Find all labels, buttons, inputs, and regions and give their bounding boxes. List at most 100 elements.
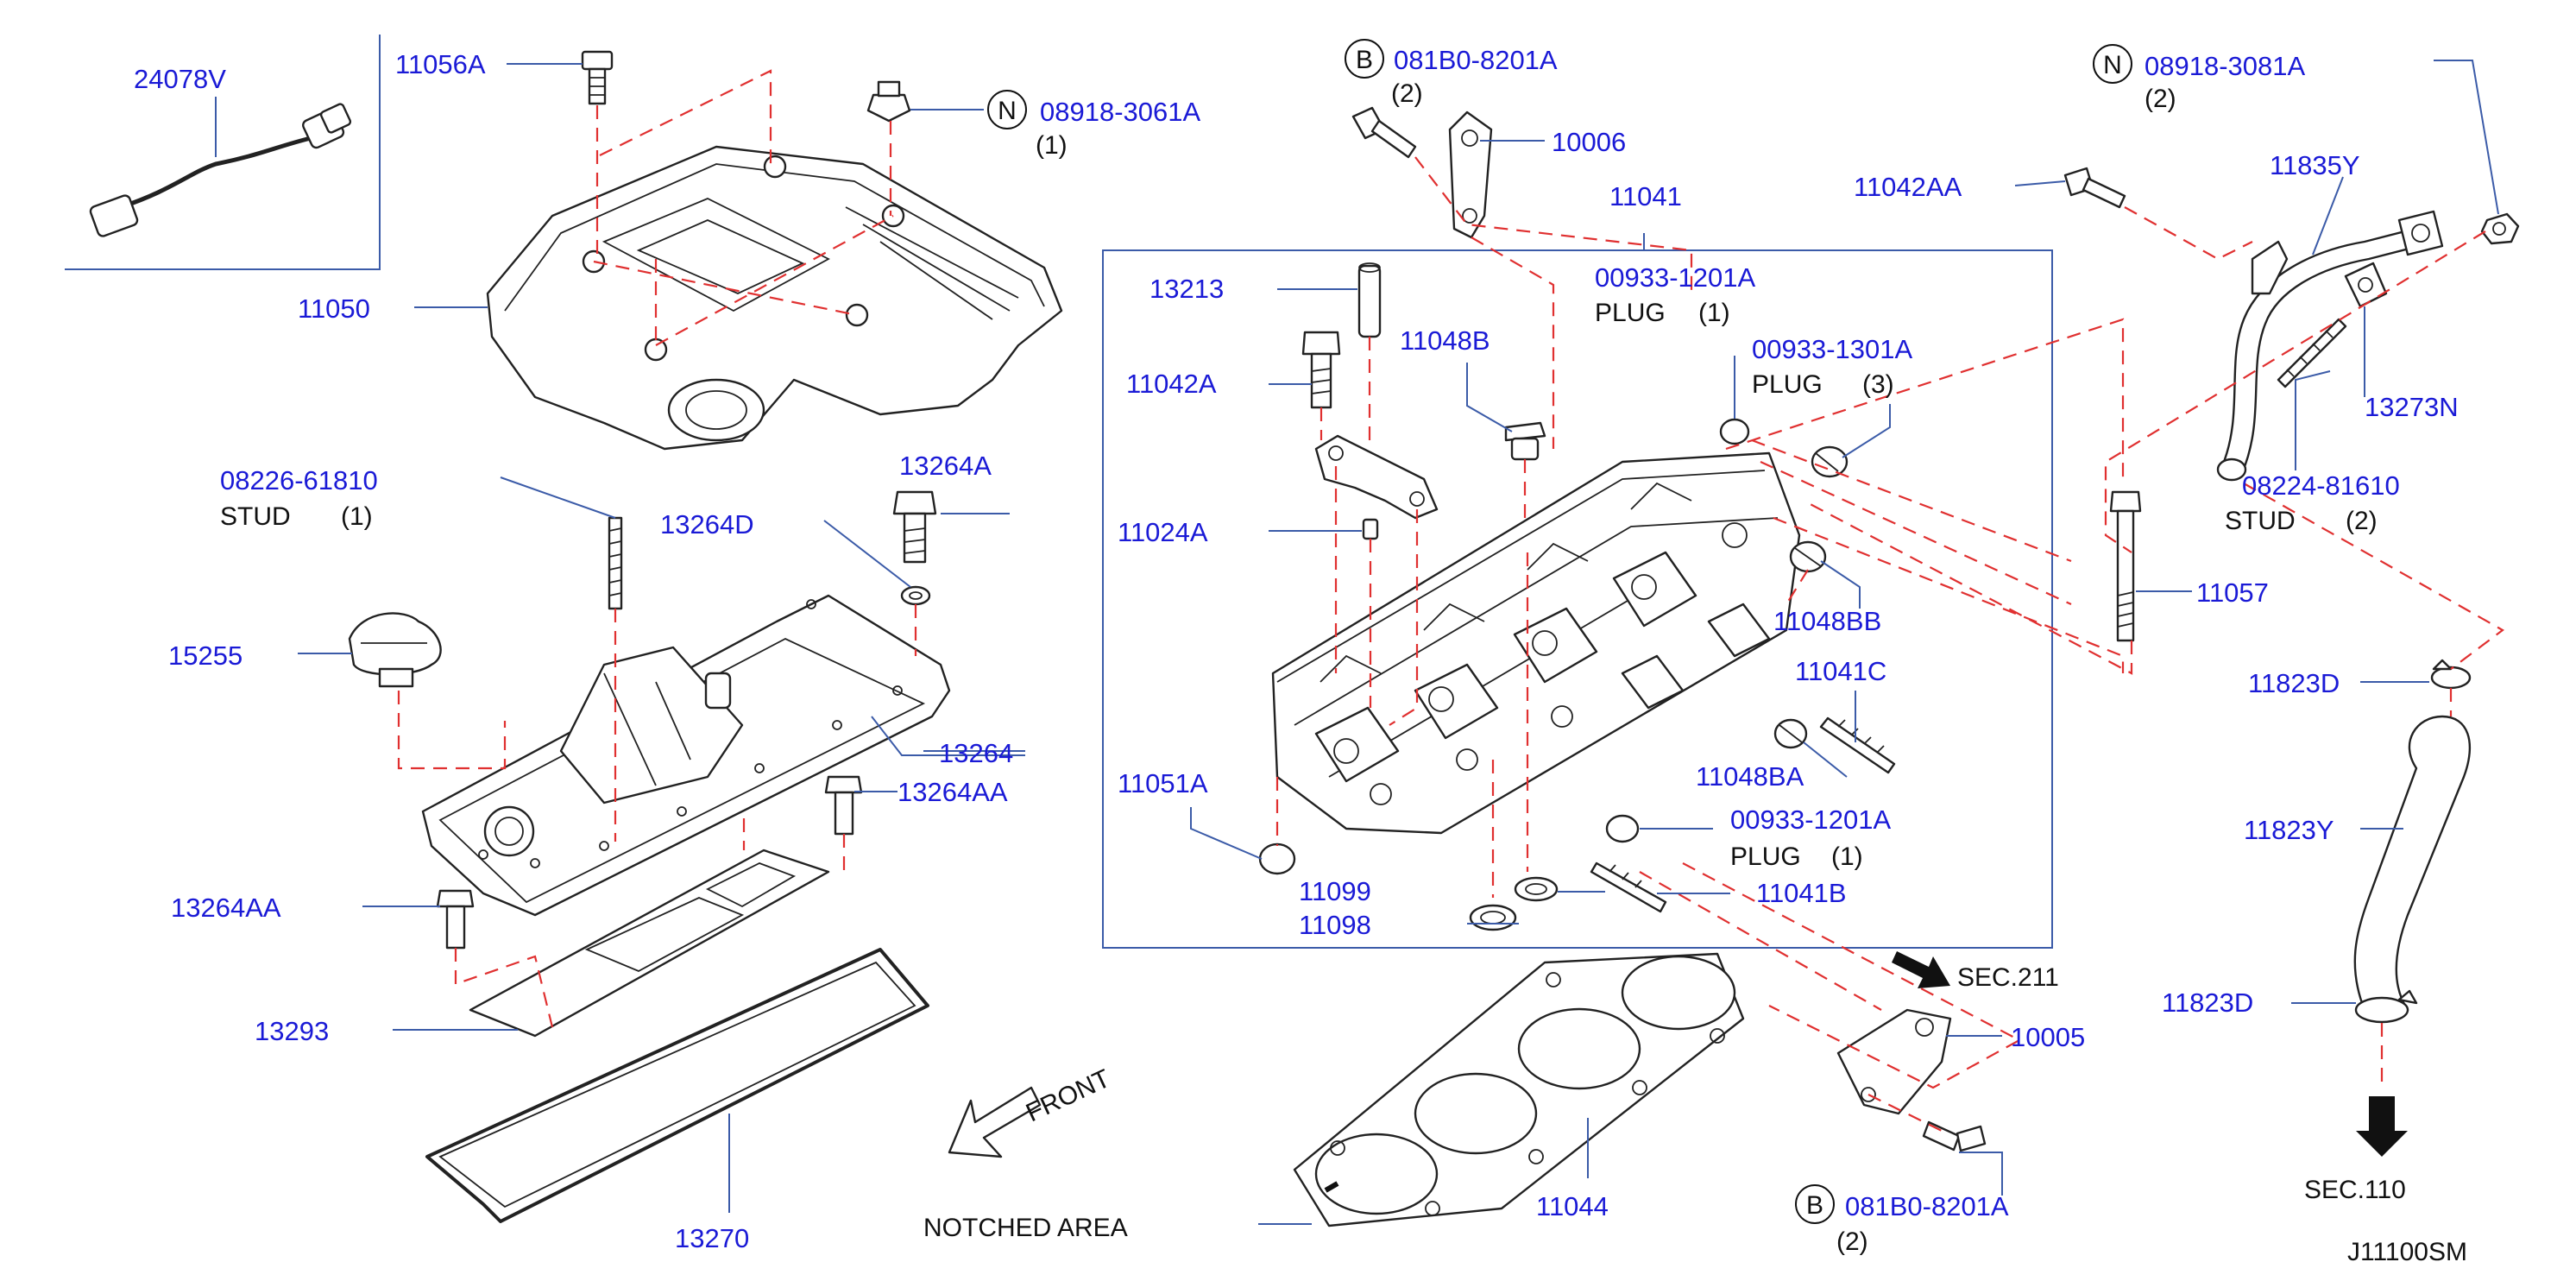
bolt-11042AA: [2063, 167, 2126, 209]
washer-13264D: [900, 585, 931, 606]
bolt-13264AA-right: [824, 775, 863, 836]
plug-top-qty: (1): [1698, 299, 1730, 327]
circle-B-bottom-label: B: [1806, 1191, 1823, 1220]
label-13264A: 13264A: [899, 451, 992, 481]
label-11823Y: 11823Y: [2244, 815, 2334, 845]
label-13273N: 13273N: [2365, 392, 2459, 422]
qty-08918-3061A: (1): [1036, 131, 1068, 160]
label-11041C: 11041C: [1795, 656, 1886, 686]
stud-08224-81610: [2277, 318, 2347, 388]
plug-mid-text: PLUG: [1752, 370, 1823, 399]
notched-area-text: NOTCHED AREA: [923, 1214, 1128, 1242]
nut-08918-3061A: [866, 80, 911, 123]
label-00933-1301A: 00933-1301A: [1752, 334, 1912, 364]
stud-11041B: [1590, 861, 1667, 913]
bolt-11056A: [581, 50, 614, 105]
label-00933-1201A-top: 00933-1201A: [1595, 262, 1755, 293]
stud2-qty: (2): [2346, 507, 2378, 535]
label-11042A: 11042A: [1126, 369, 1217, 399]
sec110-arrow: [2356, 1096, 2408, 1157]
stud-08226-61810: [608, 516, 623, 610]
bolt-11042A: [1301, 331, 1341, 409]
sensor-harness-24078V: [89, 103, 352, 237]
label-11041B: 11041B: [1756, 878, 1847, 908]
label-11041: 11041: [1609, 181, 1682, 211]
circle-B-top: B: [1345, 39, 1384, 79]
plug-11048BB: [1789, 540, 1827, 573]
plug-00933-1201A-bottom: [1605, 814, 1640, 843]
bolt-11057: [2109, 490, 2142, 642]
label-11051A: 11051A: [1118, 768, 1208, 798]
label-081B0-8201A-bottom: 081B0-8201A: [1845, 1191, 2009, 1221]
label-08918-3081A: 08918-3081A: [2145, 51, 2305, 81]
plug-mid-qty: (3): [1862, 370, 1894, 399]
label-11823D-top: 11823D: [2248, 668, 2340, 698]
sensor-harness-group: [65, 35, 381, 270]
hose-11823Y: [2353, 715, 2471, 1012]
bracket-10005: [1836, 1008, 1952, 1115]
label-11823D-bottom: 11823D: [2162, 988, 2253, 1018]
label-13264: 13264: [939, 738, 1013, 768]
pin-11024A: [1362, 518, 1379, 540]
labels: 24078V 11056A 08918-3061A (1) 11050 0822…: [134, 45, 2467, 1266]
stud1-text: STUD: [220, 502, 291, 531]
leader-lines: [298, 60, 2499, 1225]
label-11057: 11057: [2196, 577, 2269, 608]
bolt-13264AA-left: [436, 889, 475, 950]
label-11050: 11050: [298, 293, 370, 324]
qty-081B0-8201A-bottom: (2): [1836, 1227, 1868, 1256]
stud2-text: STUD: [2225, 507, 2296, 535]
plug-11048B: [1504, 421, 1546, 461]
label-13270: 13270: [675, 1223, 749, 1253]
baffle-plate-13293: [469, 849, 830, 1038]
label-11048BB: 11048BB: [1773, 606, 1881, 636]
gasket-13270: [425, 948, 929, 1223]
circle-N-right-label: N: [2103, 51, 2122, 79]
front-text: FRONT: [1022, 1064, 1115, 1128]
label-13293: 13293: [255, 1016, 329, 1046]
circle-N-left: N: [987, 90, 1027, 129]
oil-filler-cap-15255: [348, 612, 442, 688]
label-11056A: 11056A: [395, 49, 486, 79]
right-guides: [1803, 206, 2505, 1088]
cylinder-head-frame: [1102, 249, 2053, 949]
label-11024A: 11024A: [1118, 517, 1208, 547]
clamp-11823D-bottom: [2354, 989, 2418, 1024]
qty-081B0-8201A-top: (2): [1391, 79, 1423, 108]
diagram-code: J11100SM: [2347, 1238, 2467, 1266]
bolt-081B0-8201A-top: [1351, 106, 1417, 159]
harness-frame-line: [65, 35, 381, 270]
bolt-13264A: [892, 490, 937, 564]
plug-bot-text: PLUG: [1730, 842, 1801, 871]
plug-11048BA: [1773, 718, 1808, 749]
bolt-081B0-8201A-bottom: [1922, 1120, 1987, 1152]
label-13264AA-left: 13264AA: [171, 893, 281, 923]
water-pipe-11835Y: [2216, 210, 2444, 482]
bracket-10006: [1448, 110, 1493, 239]
head-guides: [1275, 318, 2125, 898]
label-11099: 11099: [1299, 876, 1371, 906]
circle-B-bottom: B: [1795, 1184, 1835, 1224]
head-gasket-11044: [1293, 952, 1745, 1227]
circle-B-top-label: B: [1356, 46, 1373, 74]
cam-bracket: [1314, 434, 1439, 520]
qty-08918-3081A: (2): [2145, 85, 2176, 113]
plug-00933-1301A: [1811, 445, 1849, 478]
label-11042AA: 11042AA: [1854, 172, 1962, 202]
cover-guides: [593, 69, 894, 346]
label-00933-1201A-bottom: 00933-1201A: [1730, 805, 1891, 835]
plug-top-text: PLUG: [1595, 299, 1666, 327]
dowel-13213: [1357, 262, 1382, 338]
nut-08918-3081A: [2480, 212, 2520, 245]
lower-guides: [1639, 862, 2022, 1132]
circle-N-right: N: [2093, 44, 2132, 84]
clamp-11823D-top: [2430, 659, 2472, 690]
label-24078V: 24078V: [134, 64, 226, 94]
label-081B0-8201A-top: 081B0-8201A: [1394, 45, 1558, 75]
label-13264AA-right: 13264AA: [898, 777, 1008, 807]
label-11835Y: 11835Y: [2270, 150, 2360, 180]
seal-11098: [1469, 904, 1517, 931]
rocker-guides: [397, 604, 917, 842]
